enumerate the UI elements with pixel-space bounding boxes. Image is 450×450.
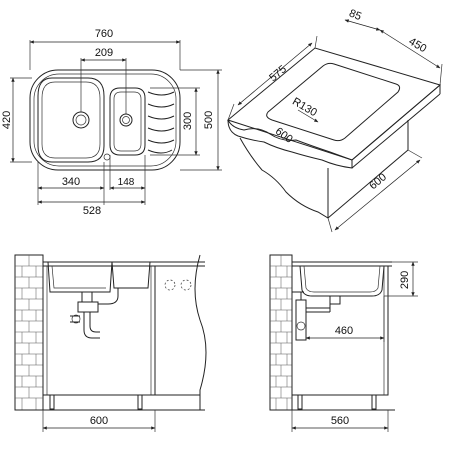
brick-wall-left	[14, 254, 44, 411]
front-view: 600	[14, 254, 207, 432]
dim-bowls-width: 528	[83, 205, 101, 217]
large-bowl-drain	[72, 111, 90, 129]
dim-side-drain-offset: 460	[335, 325, 353, 337]
cabinet-3d-view: 575 85 450 R130 600 600	[226, 7, 443, 233]
dim-large-bowl-width: 340	[62, 176, 80, 188]
dim-bowl-gap: 209	[95, 47, 113, 59]
dim-overall-width: 760	[95, 28, 113, 40]
dim-counter-depth: 450	[407, 36, 429, 56]
cabinet-body	[239, 137, 329, 219]
dim-corner-radius: R130	[290, 96, 319, 120]
brick-wall-right	[269, 254, 293, 411]
small-bowl-drain	[119, 113, 133, 127]
front-siphon	[70, 288, 119, 339]
dim-small-bowl-depth: 300	[182, 112, 194, 130]
dim-front-cabinet-width: 600	[90, 415, 108, 427]
side-cabinet	[291, 266, 389, 396]
dishwasher-hole	[164, 279, 176, 291]
dim-side-bowl-depth: 290	[399, 271, 411, 289]
dim-edge-depth: 85	[347, 7, 363, 23]
side-view: 290 460 560	[269, 254, 418, 432]
small-bowl	[109, 87, 146, 156]
dishwasher-hole	[180, 279, 192, 291]
dim-depth-inner: 420	[1, 111, 13, 129]
tap-hole	[103, 153, 111, 161]
side-sink-bowl	[299, 265, 385, 297]
front-cabinet	[42, 266, 156, 396]
dim-counter-width: 575	[267, 63, 289, 84]
dim-cabinet-depth: 600	[367, 171, 389, 192]
countertop-edge	[227, 119, 353, 169]
large-bowl	[37, 77, 105, 163]
dim-depth-outer: 500	[203, 111, 215, 129]
dim-small-bowl-width: 148	[118, 177, 135, 188]
dim-cutout-width: 600	[273, 125, 295, 145]
dim-side-cabinet-depth: 560	[331, 415, 349, 427]
drainer-grooves	[147, 91, 175, 154]
sink-top-view: 760 209 500 300 420 340 148 528	[1, 28, 222, 217]
side-siphon	[292, 291, 341, 341]
front-sink-bowls	[47, 261, 151, 293]
sink-cutout	[266, 62, 401, 142]
